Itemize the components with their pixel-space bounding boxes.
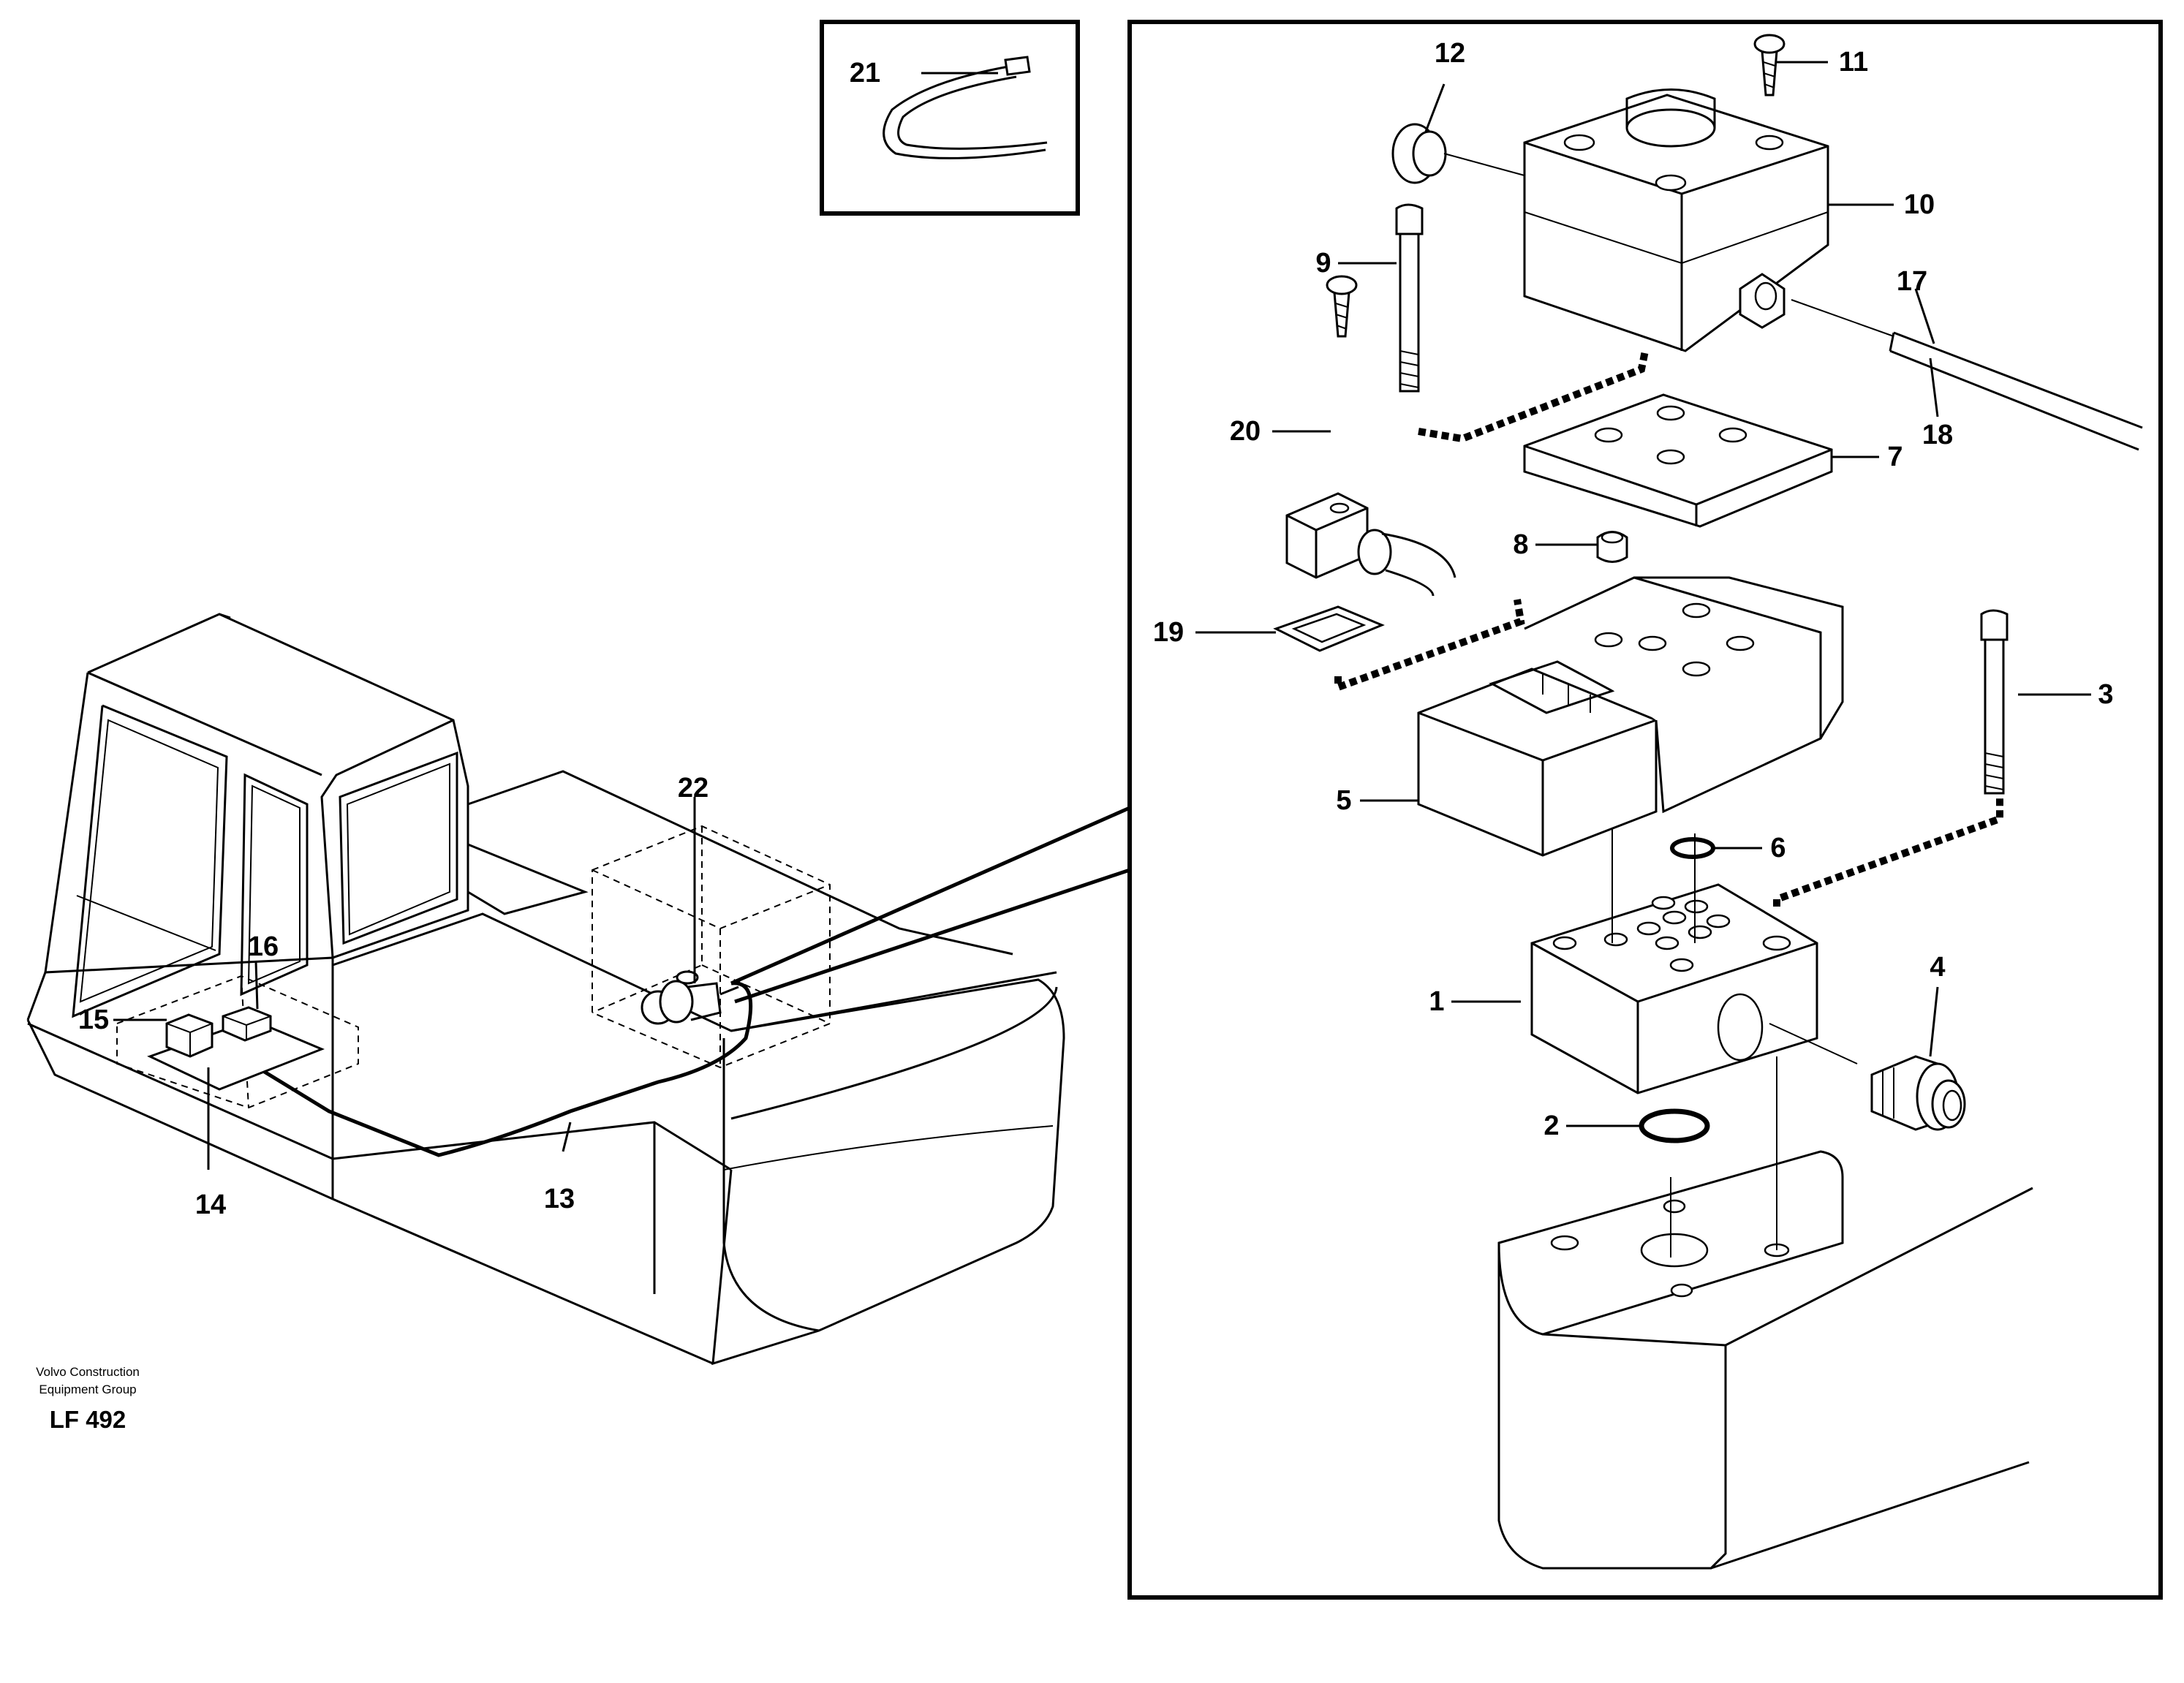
- callout-12: 12: [1435, 38, 1465, 69]
- cable-tie-inset: [820, 20, 1080, 216]
- callout-14: 14: [195, 1190, 226, 1220]
- callout-17: 17: [1897, 266, 1927, 297]
- company-name-line2: Equipment Group: [39, 1383, 136, 1396]
- callout-9: 9: [1315, 248, 1331, 279]
- drawing-code: LF 492: [50, 1406, 126, 1433]
- callout-20: 20: [1230, 416, 1261, 447]
- wire-link-9-10: [1418, 350, 1649, 443]
- drawing-footer: Volvo Construction Equipment Group LF 49…: [36, 1365, 140, 1433]
- o-ring-2: [1639, 1108, 1710, 1143]
- cable-tie-frame: [820, 20, 1080, 216]
- callout-21: 21: [850, 58, 880, 88]
- wire-link-3-1: [1773, 797, 2003, 907]
- detail-frame: [1127, 20, 2163, 1600]
- adapter-4: [1870, 1055, 1966, 1131]
- excavator-overview: [26, 613, 1131, 1366]
- callout-4: 4: [1930, 952, 1945, 983]
- wire-link-19-5: [1334, 599, 1525, 693]
- callout-8: 8: [1513, 529, 1528, 560]
- callout-13: 13: [544, 1184, 575, 1214]
- callout-19: 19: [1153, 617, 1184, 648]
- callout-6: 6: [1770, 833, 1786, 863]
- leader-lines: [113, 61, 2091, 1170]
- callout-10: 10: [1904, 189, 1935, 220]
- company-name-line1: Volvo Construction: [36, 1365, 140, 1379]
- callout-11: 11: [1839, 47, 1868, 77]
- callout-16: 16: [248, 931, 279, 962]
- detail-panel: [1127, 20, 2163, 1600]
- callout-15: 15: [78, 1005, 109, 1035]
- callout-3: 3: [2098, 679, 2113, 710]
- callout-1: 1: [1429, 986, 1444, 1017]
- callout-2: 2: [1543, 1111, 1559, 1141]
- callout-5: 5: [1336, 785, 1351, 816]
- callout-labels: 1 2 3 4 5 6 7 8 9 10 11 12 13 14 15 16 1…: [78, 38, 2114, 1220]
- o-ring-6: [1670, 837, 1715, 859]
- callout-7: 7: [1887, 442, 1903, 472]
- callout-22: 22: [678, 773, 709, 803]
- callout-18: 18: [1922, 420, 1953, 450]
